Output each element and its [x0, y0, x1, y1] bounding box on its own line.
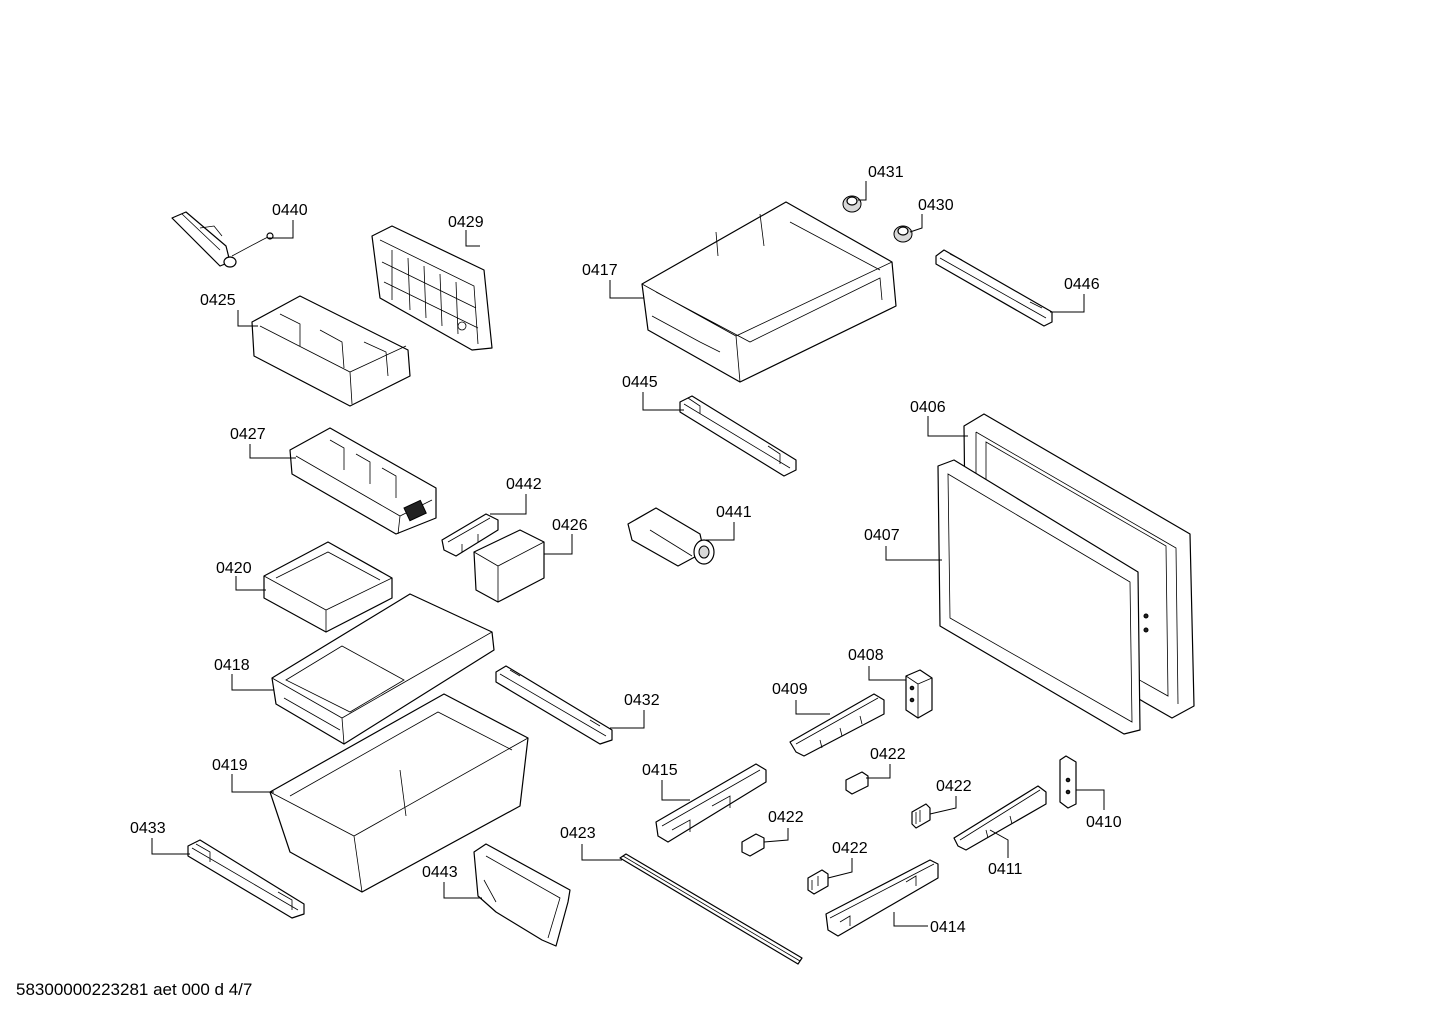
callout-0408: 0408 — [848, 647, 884, 664]
callout-0422a: 0422 — [870, 746, 906, 763]
callout-0431: 0431 — [868, 164, 904, 181]
part-0442-drawing — [441, 513, 499, 557]
callout-0410: 0410 — [1086, 814, 1122, 831]
part-0445-drawing — [679, 395, 797, 477]
part-0446-drawing — [935, 249, 1053, 327]
part-0423-drawing — [619, 853, 803, 965]
callout-0433: 0433 — [130, 820, 166, 837]
callout-0430: 0430 — [918, 197, 954, 214]
part-0425-drawing — [251, 295, 411, 407]
part-0415-drawing — [655, 763, 767, 843]
callout-0417: 0417 — [582, 262, 618, 279]
part-0422a-drawing — [845, 771, 869, 795]
callout-0411: 0411 — [988, 861, 1023, 878]
part-0417-drawing — [641, 201, 897, 383]
part-0440-drawing — [171, 211, 274, 268]
part-0414-drawing — [825, 859, 939, 937]
callout-0425: 0425 — [200, 292, 236, 309]
callout-0420: 0420 — [216, 560, 252, 577]
part-0411-drawing — [953, 785, 1047, 851]
part-0420-drawing — [263, 541, 393, 633]
part-0432-drawing — [495, 665, 613, 745]
part-0422d-drawing — [807, 869, 829, 895]
part-0418-drawing — [271, 593, 495, 745]
part-0441-drawing — [627, 507, 715, 567]
part-0426-drawing — [473, 529, 545, 603]
part-0422c-drawing — [741, 833, 765, 857]
part-0443-drawing — [473, 843, 571, 947]
callout-0432: 0432 — [624, 692, 660, 709]
part-0430-drawing — [893, 225, 913, 243]
callout-0440: 0440 — [272, 202, 308, 219]
callout-0427: 0427 — [230, 426, 266, 443]
callout-0415: 0415 — [642, 762, 678, 779]
callout-0414: 0414 — [930, 919, 966, 936]
part-0407-drawing — [937, 459, 1141, 735]
part-0433-drawing — [187, 839, 305, 919]
part-0429-drawing — [371, 225, 493, 351]
callout-0422d: 0422 — [832, 840, 868, 857]
callout-0419: 0419 — [212, 757, 248, 774]
callout-0418: 0418 — [214, 657, 250, 674]
callout-0407: 0407 — [864, 527, 900, 544]
part-0410-drawing — [1059, 755, 1077, 809]
callout-0446: 0446 — [1064, 276, 1100, 293]
part-0408-drawing — [905, 669, 933, 719]
part-0422b-drawing — [911, 803, 931, 829]
callout-0429: 0429 — [448, 214, 484, 231]
part-0409-drawing — [789, 693, 885, 757]
callout-0426: 0426 — [552, 517, 588, 534]
callout-0409: 0409 — [772, 681, 808, 698]
callout-0442: 0442 — [506, 476, 542, 493]
callout-0443: 0443 — [422, 864, 458, 881]
callout-0422c: 0422 — [768, 809, 804, 826]
callout-0406: 0406 — [910, 399, 946, 416]
document-reference-number: 58300000223281 aet 000 d 4/7 — [16, 980, 253, 999]
part-0431-drawing — [842, 195, 862, 213]
callout-0423: 0423 — [560, 825, 596, 842]
callout-0422b: 0422 — [936, 778, 972, 795]
part-0427-drawing — [289, 427, 437, 535]
part-0419-drawing — [269, 693, 529, 893]
callout-0445: 0445 — [622, 374, 658, 391]
leader-lines — [151, 181, 1105, 927]
callout-0441: 0441 — [716, 504, 752, 521]
